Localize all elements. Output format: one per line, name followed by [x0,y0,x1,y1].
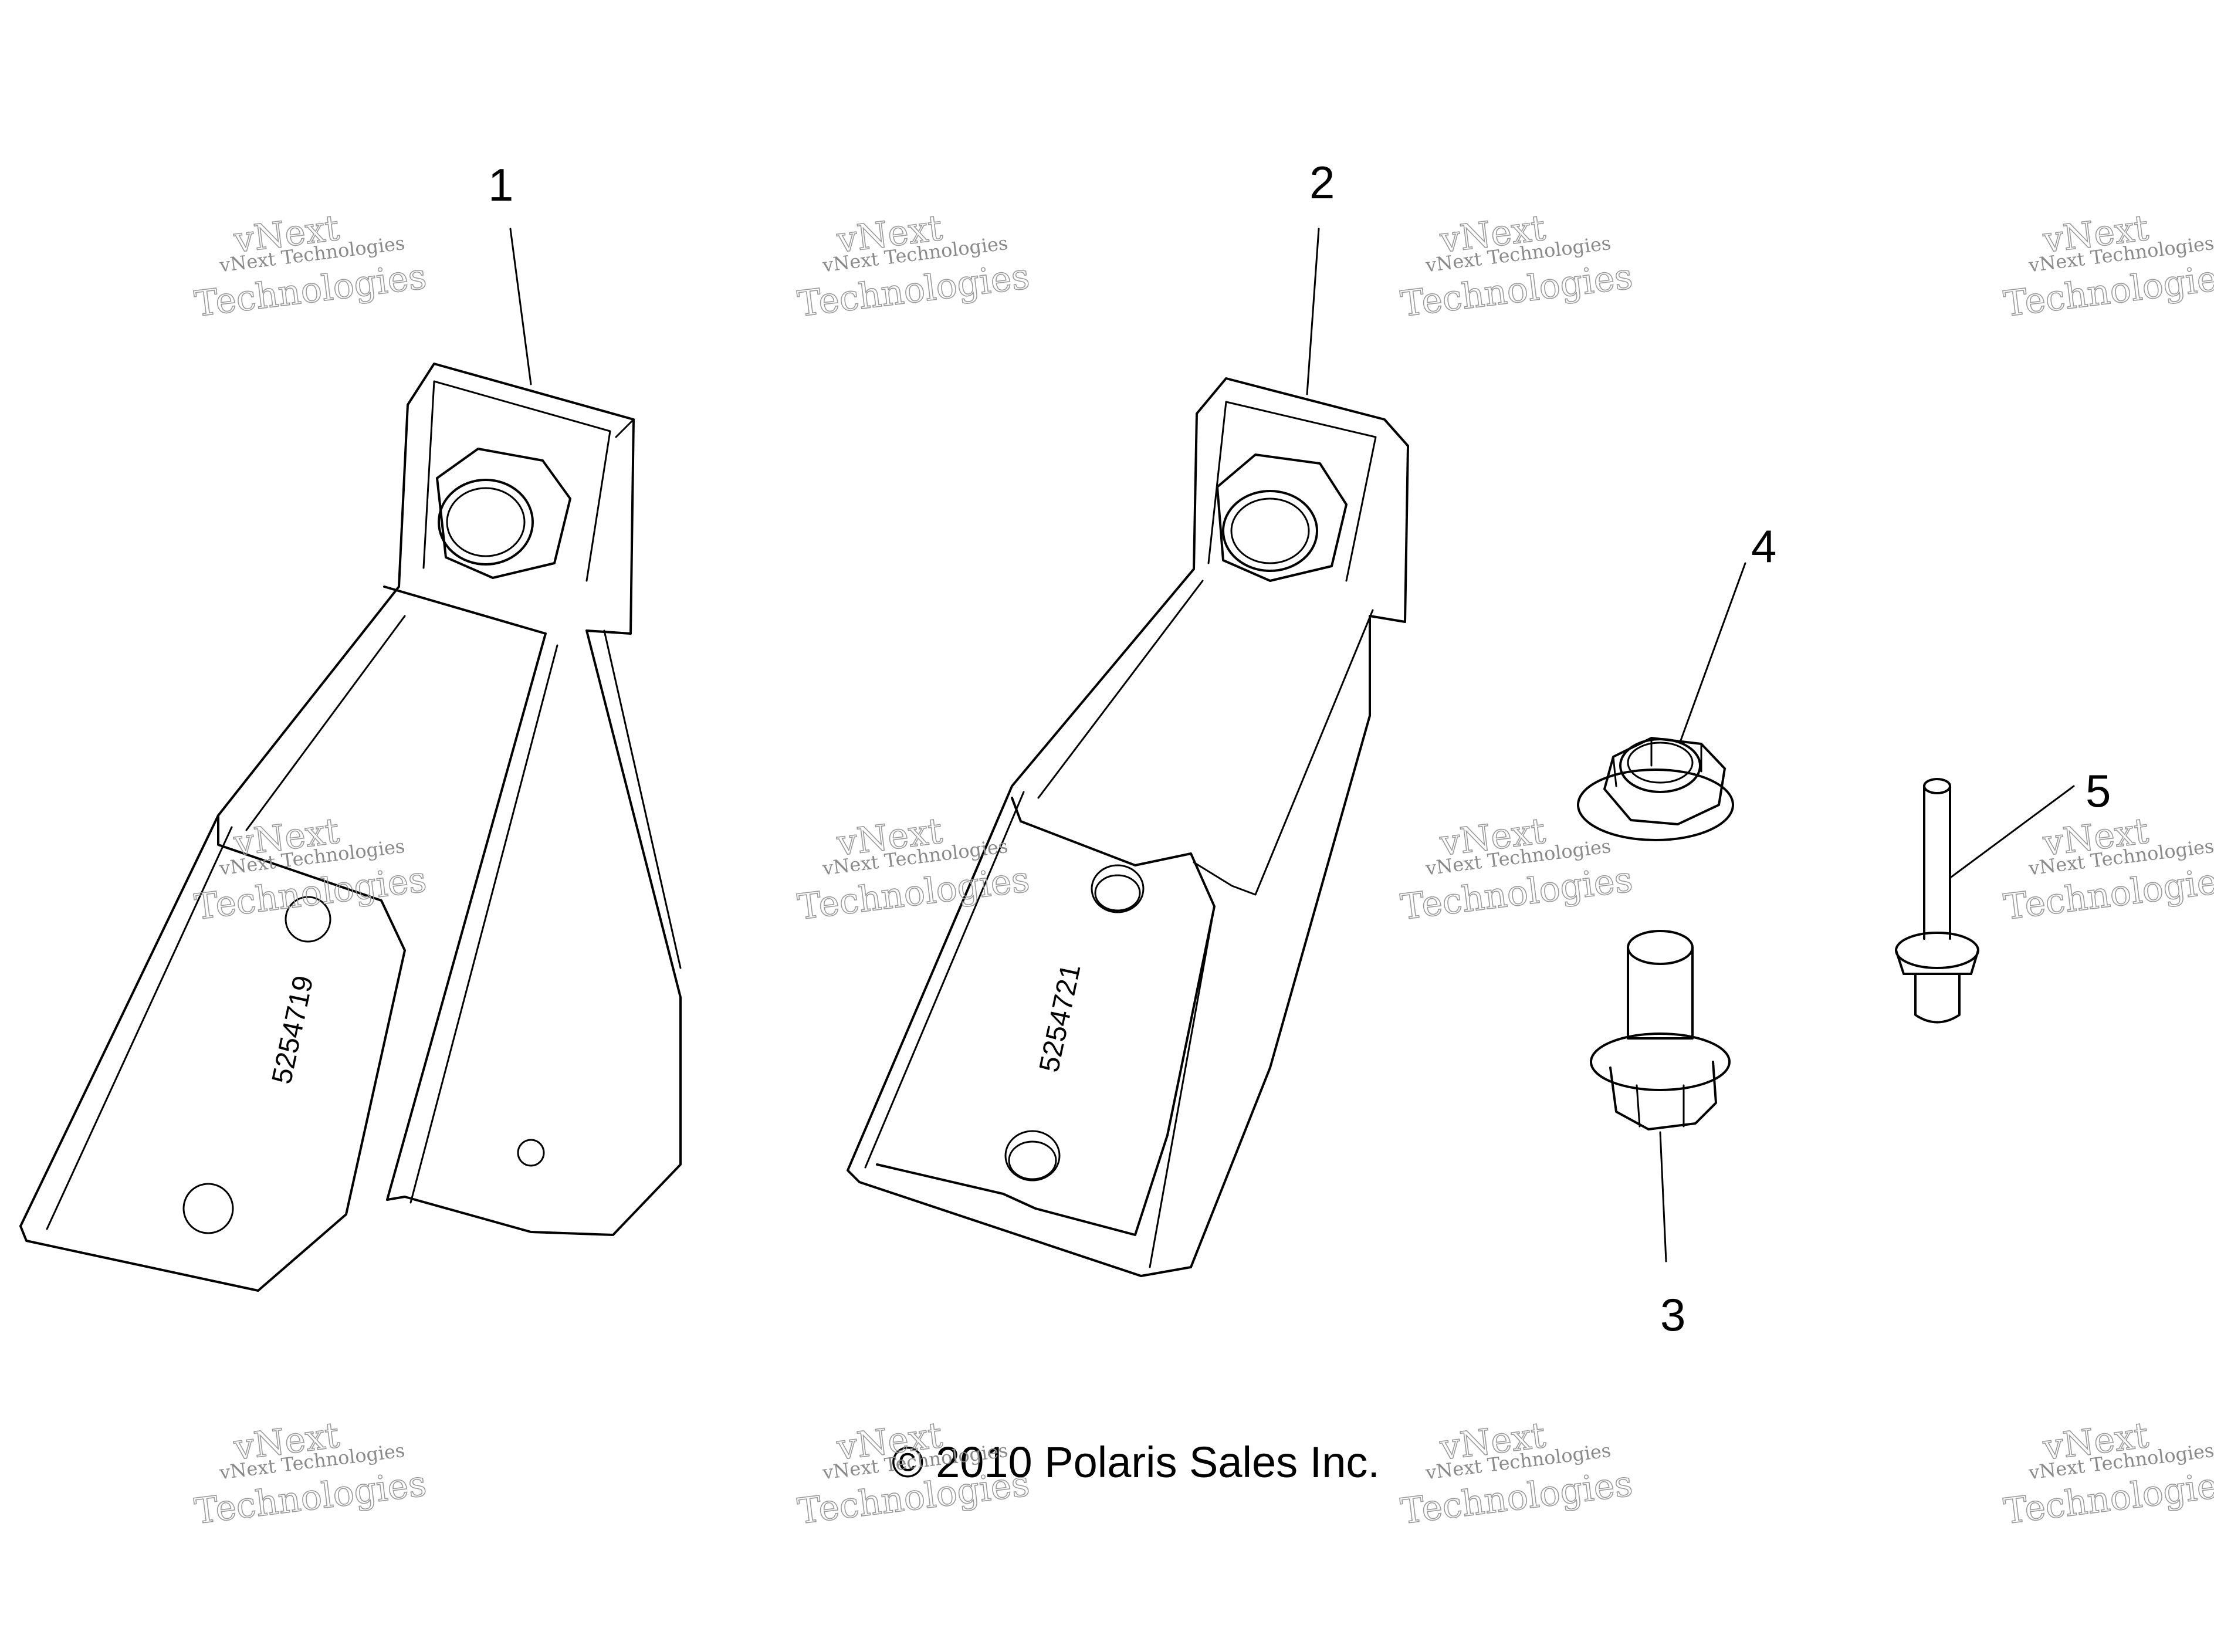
left-bracket-part-number: 5254719 [266,973,320,1086]
leader-lines [509,228,2075,1262]
flange-bolt [1590,930,1731,1130]
watermark: vNext vNext Technologies Technologies [1398,1414,1635,1533]
watermark: vNext vNext Technologies Technologies [795,207,1032,326]
left-bracket [19,363,682,1292]
watermark: vNext vNext Technologies Technologies [1398,207,1635,326]
watermark: vNext vNext Technologies Technologies [192,1414,429,1533]
copyright-notice: © 2010 Polaris Sales Inc. [892,1438,1380,1487]
callout-3: 3 [1660,1289,1685,1340]
rivet [1895,778,1979,1024]
center-bracket-part-number: 5254721 [1034,961,1087,1075]
watermark: vNext vNext Technologies Technologies [2001,207,2214,326]
flange-nut [1577,737,1734,841]
watermark: vNext vNext Technologies Technologies [1398,810,1635,929]
callout-5: 5 [2086,765,2111,817]
callout-4: 4 [1751,520,1776,572]
watermark: vNext vNext Technologies Technologies [192,207,429,326]
watermark: vNext vNext Technologies Technologies [795,810,1032,929]
watermark: vNext vNext Technologies Technologies [2001,1414,2214,1533]
callout-2: 2 [1309,157,1335,208]
callout-1: 1 [488,159,513,211]
watermark: vNext vNext Technologies Technologies [795,1414,1032,1533]
watermark: vNext vNext Technologies Technologies [192,810,429,929]
center-bracket [847,377,1409,1277]
